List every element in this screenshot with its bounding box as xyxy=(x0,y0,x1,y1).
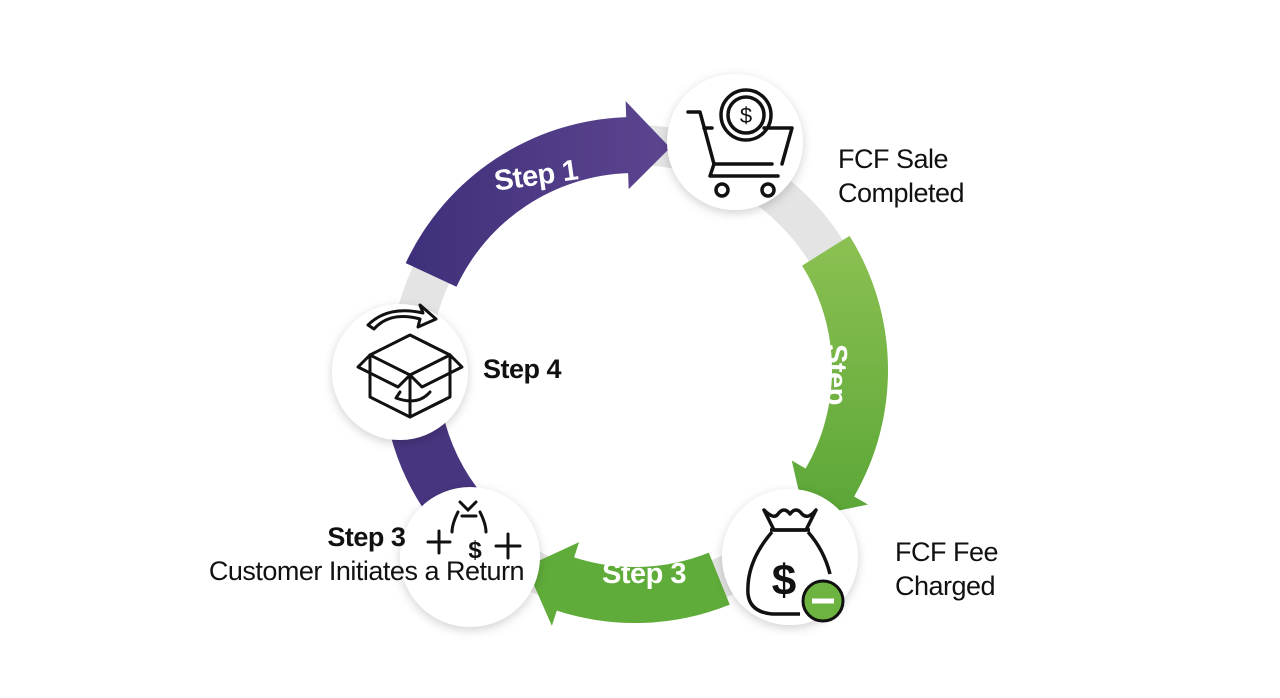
node-fee: $ xyxy=(722,489,858,625)
return-label: Step 3 Customer Initiates a Return xyxy=(208,520,525,588)
node-step4 xyxy=(332,303,468,440)
step-2-arrow xyxy=(791,235,888,518)
step-3-label: Step 3 xyxy=(602,558,687,590)
node-return: $ xyxy=(400,487,540,627)
step-3-arrow xyxy=(525,542,730,626)
svg-text:$: $ xyxy=(772,556,796,605)
return-line1: Step 3 xyxy=(327,522,406,552)
step-2-label: Step xyxy=(819,344,852,405)
step4-label: Step 4 xyxy=(483,354,562,384)
fee-line2: Charged xyxy=(895,571,996,601)
fee-label: FCF Fee Charged xyxy=(895,535,999,603)
svg-text:$: $ xyxy=(740,103,752,128)
box-return-icon xyxy=(356,303,464,419)
sale-line2: Completed xyxy=(838,178,965,208)
shopping-cart-dollar-icon: $ xyxy=(686,88,794,198)
sale-line1: FCF Sale xyxy=(838,144,949,174)
fee-line1: FCF Fee xyxy=(895,537,999,567)
money-bag-minus-icon: $ xyxy=(746,508,845,623)
node-sale: $ xyxy=(667,74,803,210)
step-1-arrow xyxy=(405,101,671,287)
money-bag-plus-icon: $ xyxy=(426,500,522,564)
return-line2: Customer Initiates a Return xyxy=(208,556,525,586)
sale-label: FCF Sale Completed xyxy=(838,142,965,210)
svg-text:$: $ xyxy=(468,537,482,564)
